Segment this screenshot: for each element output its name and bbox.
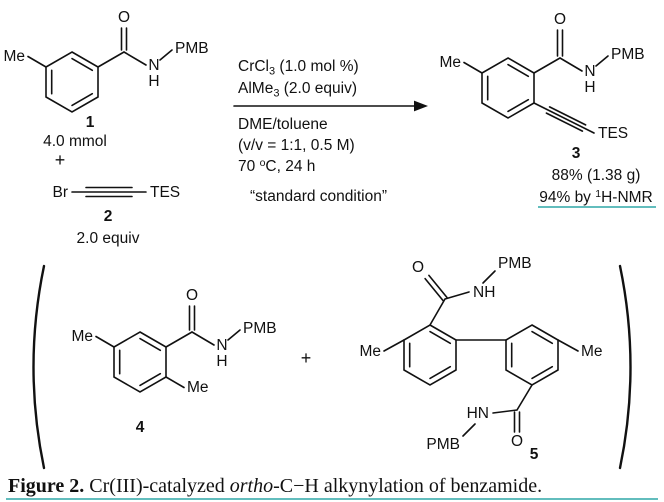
- methyl-bonds: [383, 339, 579, 352]
- benzene-ring: [113, 331, 167, 393]
- caption-part1: Cr(III)-catalyzed: [84, 475, 229, 497]
- yield-mass-line: 88% (1.38 g): [552, 167, 641, 184]
- pmb-label: PMB: [175, 40, 209, 57]
- byproducts-group: Me O N H PMB Me 4 + O NH PMB Me Me HN PM…: [32, 255, 632, 470]
- methyl-label: Me: [3, 48, 25, 65]
- top-amide-bonds: [424, 270, 496, 326]
- nitrogen-label: N: [584, 63, 595, 80]
- caption-line: Figure 2. Cr(III)-catalyzed ortho-C−H al…: [8, 475, 542, 497]
- reaction-conditions-group: CrCl3 (1.0 mol %) AlMe3 (2.0 equiv) DME/…: [233, 58, 428, 205]
- ratio-line: (v/v = 1:1, 0.5 M): [238, 137, 355, 154]
- methyl-top-label: Me: [71, 328, 93, 345]
- compound-number-2: 2: [104, 208, 113, 225]
- tes-label: TES: [150, 184, 180, 201]
- catalyst-base: CrCl: [238, 58, 269, 75]
- compound-4-structure: Me O N H PMB Me 4: [71, 287, 276, 436]
- left-parenthesis: [32, 264, 46, 470]
- product-3-structure: Me O N H PMB TES 3 88% (1.38 g) 94% by 1…: [439, 11, 656, 208]
- nitrogen-label: N: [216, 337, 227, 354]
- alkyne-triple-bond-lines: [85, 186, 133, 198]
- figure-caption: Figure 2. Cr(III)-catalyzed ortho-C−H al…: [6, 475, 658, 500]
- plus-sign-top: +: [55, 150, 66, 170]
- temp-post: C, 24 h: [265, 158, 315, 175]
- caption-label: Figure 2.: [8, 475, 84, 497]
- substituent-bonds: [27, 27, 173, 68]
- reaction-arrowhead: [414, 100, 428, 112]
- compound-number-1: 1: [86, 114, 95, 131]
- methyl-left-label: Me: [359, 343, 381, 360]
- amount-2: 2.0 equiv: [77, 230, 140, 247]
- hydrogen-label: H: [584, 79, 595, 96]
- reactant-1-structure: Me O N H PMB 1 4.0 mmol: [3, 9, 208, 150]
- compound-number-3: 3: [572, 145, 581, 162]
- benzene-ring-right: [505, 324, 559, 386]
- pmb-top-label: PMB: [498, 255, 532, 272]
- ring-double-bonds: [118, 337, 162, 387]
- ring-right-double-bonds: [510, 330, 554, 380]
- additive-line: AlMe3 (2.0 equiv): [238, 80, 357, 100]
- benzene-ring-left: [403, 324, 457, 386]
- methyl-right-label: Me: [581, 343, 603, 360]
- oxygen-label: O: [554, 11, 566, 28]
- alkyne-main-bond: [533, 102, 595, 134]
- ring-double-bonds: [486, 63, 530, 113]
- substituent-bonds: [463, 29, 609, 74]
- nmr-yield-line: 94% by 1H-NMR: [539, 188, 653, 206]
- nmr-pre: 94% by: [539, 189, 595, 206]
- alkyne-triple-bond-lines: [545, 106, 587, 132]
- pmb-label: PMB: [611, 46, 645, 63]
- temp-pre: 70: [238, 158, 260, 175]
- catalyst-subscript: 3: [269, 66, 275, 78]
- reactant-2-structure: Br TES 2 2.0 equiv: [53, 184, 181, 247]
- oxygen-label: O: [118, 9, 130, 26]
- caption-italic-word: ortho: [230, 475, 273, 497]
- pmb-label: PMB: [243, 320, 277, 337]
- additive-base: AlMe: [238, 80, 273, 97]
- oxygen-bottom-label: O: [511, 433, 523, 450]
- caption-part2: -C−H alkynylation of benzamide.: [273, 475, 542, 497]
- oxygen-label: O: [186, 287, 198, 304]
- nitrogen-label: N: [148, 57, 159, 74]
- substituent-bonds: [95, 305, 241, 389]
- bottom-amide-bonds: [462, 384, 533, 437]
- methyl-ortho-label: Me: [187, 379, 209, 396]
- benzene-ring: [45, 51, 99, 113]
- bromine-label: Br: [53, 184, 69, 201]
- tes-label: TES: [598, 125, 628, 142]
- amount-1: 4.0 mmol: [43, 133, 107, 150]
- additive-subscript: 3: [273, 88, 279, 100]
- compound-number-5: 5: [530, 446, 539, 463]
- methyl-label: Me: [439, 54, 461, 71]
- catalyst-line: CrCl3 (1.0 mol %): [238, 58, 359, 78]
- nmr-post: H-NMR: [601, 189, 653, 206]
- compound-number-4: 4: [136, 419, 145, 436]
- temp-superscript: o: [260, 157, 266, 169]
- plus-sign-byproducts: +: [301, 348, 312, 368]
- ring-left-double-bonds: [408, 330, 452, 380]
- additive-rest: (2.0 equiv): [279, 80, 357, 97]
- hydrogen-label: H: [148, 73, 159, 90]
- nmr-superscript: 1: [595, 188, 601, 200]
- hn-bottom-label: HN: [467, 405, 489, 422]
- solvent-line: DME/toluene: [238, 116, 328, 133]
- pmb-bottom-label: PMB: [426, 436, 460, 453]
- temperature-line: 70 oC, 24 h: [238, 157, 315, 175]
- nh-top-label: NH: [473, 284, 495, 301]
- compound-5-structure: O NH PMB Me Me HN PMB O 5: [359, 255, 602, 463]
- condition-note: “standard condition”: [250, 188, 387, 205]
- ring-double-bonds: [50, 57, 94, 107]
- oxygen-top-label: O: [412, 259, 424, 276]
- hydrogen-label: H: [216, 353, 227, 370]
- right-parenthesis: [618, 264, 632, 470]
- benzene-ring: [481, 57, 535, 119]
- catalyst-rest: (1.0 mol %): [275, 58, 359, 75]
